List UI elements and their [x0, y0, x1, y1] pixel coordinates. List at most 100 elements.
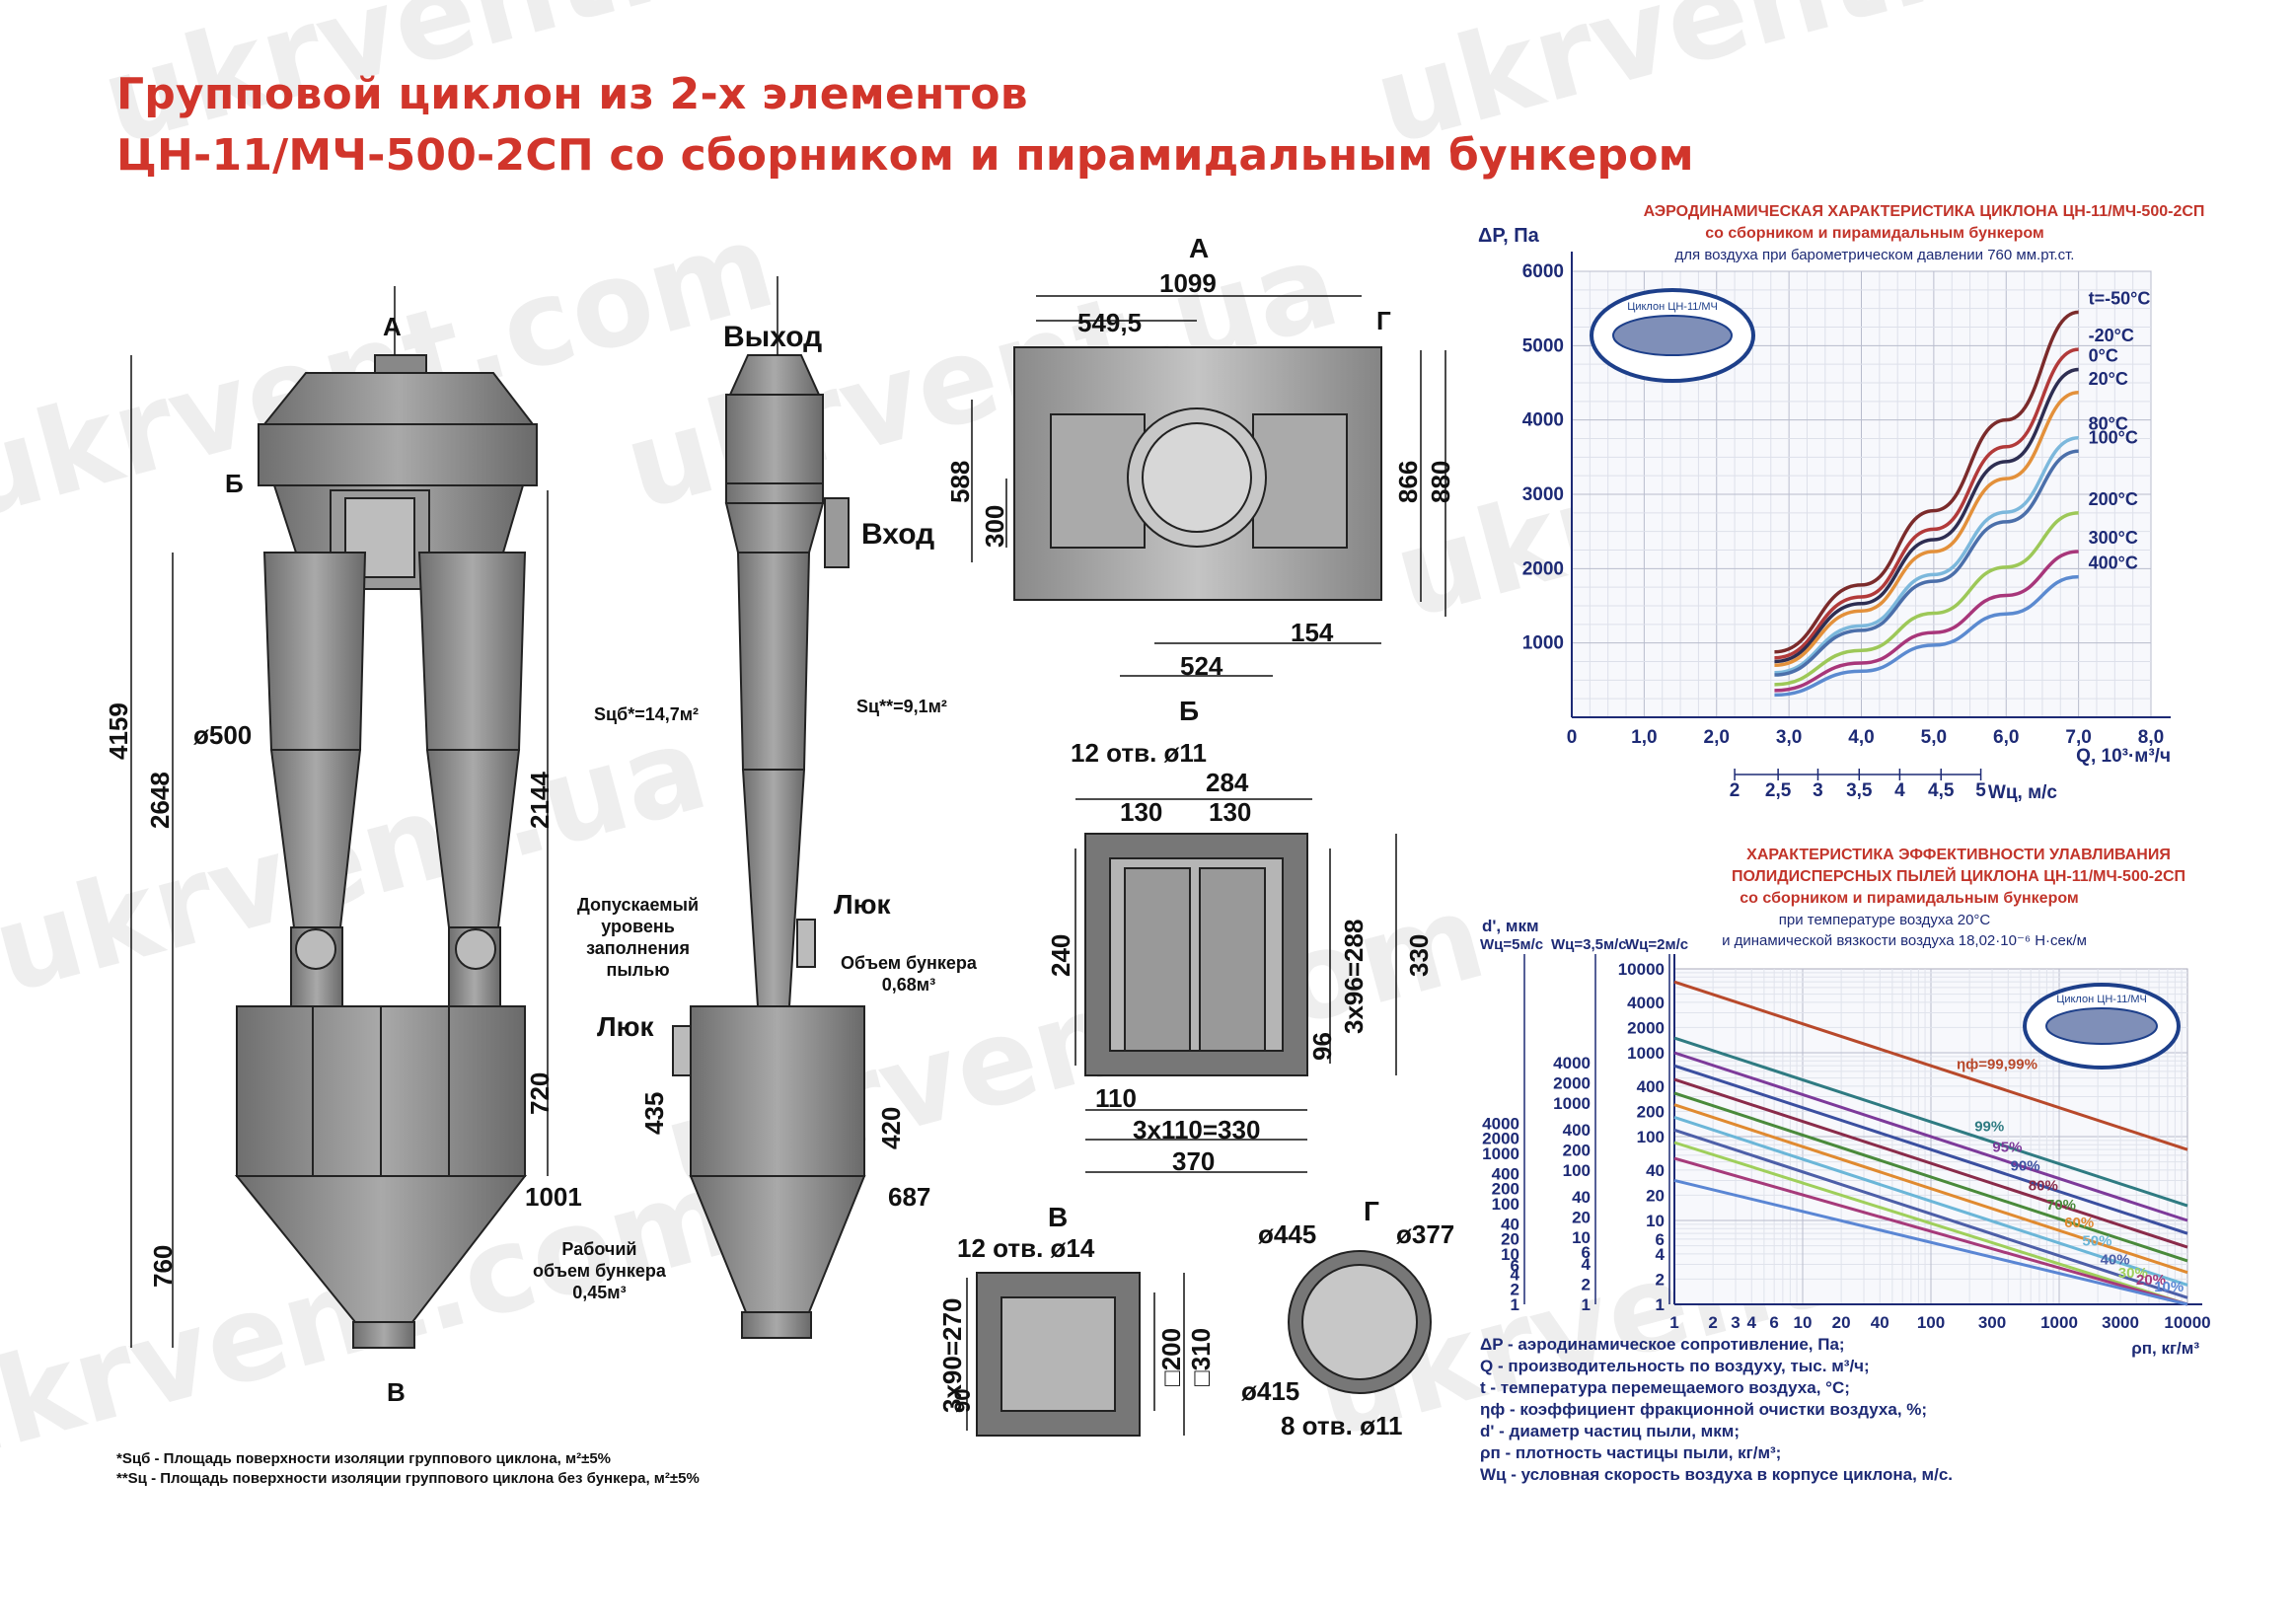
dim-154: 154 — [1291, 618, 1334, 647]
chart2-curve-label: 70% — [2046, 1197, 2076, 1214]
chart1-series-line — [1774, 347, 2079, 660]
chart2-x-tick: 10 — [1794, 1313, 1813, 1332]
chart2-series-line — [1673, 1141, 2188, 1306]
chart2-series-line — [1673, 1156, 2188, 1306]
chart2-y-tick: 1 — [1656, 1295, 1665, 1314]
page-title-line1: Групповой циклон из 2-х элементов — [116, 69, 1028, 119]
chart2-x-tick: 2 — [1708, 1313, 1717, 1332]
chart2-y-tick: 400 — [1563, 1121, 1591, 1140]
chart2-title: ХАРАКТЕРИСТИКА ЭФФЕКТИВНОСТИ УЛАВЛИВАНИЯ — [1746, 847, 2171, 863]
chart2-y-tick: 1000 — [1627, 1044, 1665, 1063]
chart2-x-tick: 20 — [1832, 1313, 1851, 1332]
chart2-column-head: Wц=3,5м/с — [1551, 936, 1627, 953]
chart2-curve-label: 20% — [2136, 1272, 2166, 1289]
chart2-y-tick: 400 — [1637, 1077, 1665, 1096]
chart1-x2-tick: 5 — [1975, 780, 1986, 801]
chart1-x2-tick: 3 — [1813, 780, 1823, 801]
chart2-series-line — [1673, 1091, 2188, 1263]
chart1-x-tick: 8,0 — [2138, 727, 2164, 748]
dim-diameter-500: ø500 — [193, 720, 253, 750]
chart2-y-tick: 2000 — [1627, 1018, 1665, 1037]
chart2-curve-label: 80% — [2029, 1177, 2058, 1194]
chart1-series-line — [1774, 550, 2079, 693]
view-v-holes: 12 отв. ø14 — [957, 1233, 1095, 1263]
dim-diameter-445: ø445 — [1258, 1219, 1317, 1249]
view-g-title: Г — [1364, 1196, 1379, 1226]
dim-1099: 1099 — [1159, 268, 1217, 298]
chart2-x-tick: 1000 — [2040, 1313, 2078, 1332]
chart1-y-tick: 3000 — [1522, 484, 1564, 505]
dim-1001: 1001 — [525, 1182, 582, 1212]
chart2-curve-label: 90% — [2011, 1158, 2040, 1175]
bunker-volume-label: Объем бункера 0,68м³ — [841, 953, 977, 995]
chart1-series-line — [1774, 310, 2079, 654]
chart2-y-tick: 4000 — [1482, 1114, 1519, 1133]
chart2-curve-label: 99% — [1974, 1118, 2004, 1135]
chart2-subtitle4: и динамической вязкости воздуха 18,02·10… — [1722, 932, 2087, 949]
view-b-title: Б — [1179, 696, 1200, 726]
hatch-label-1: Люк — [834, 889, 891, 920]
chart1-subtitle: со сборником и пирамидальным бункером — [1705, 225, 2044, 242]
chart2-column-head: Wц=5м/с — [1480, 936, 1543, 953]
chart1-series-line — [1774, 449, 2079, 677]
chart1-curve-label: 20°C — [2089, 369, 2128, 389]
chart2-y-tick: 4000 — [1627, 994, 1665, 1012]
chart2-x-label: ρп, кг/м³ — [2131, 1339, 2199, 1358]
view-a-marker: А — [383, 312, 402, 341]
chart2-curve-label: ηф=99,99% — [1957, 1057, 2037, 1073]
chart2-x-tick: 300 — [1978, 1313, 2006, 1332]
chart1-curve-label: 100°C — [2089, 427, 2138, 447]
chart1-x2-tick: 2 — [1730, 780, 1741, 801]
dust-level-label: Допускаемый уровень заполнения пылью — [577, 895, 700, 980]
chart1-x-label: Q, 10³·м³/ч — [2076, 746, 2171, 767]
chart1-curve-label: 300°C — [2089, 528, 2138, 548]
legend-item: t - температура перемещаемого воздуха, °… — [1480, 1378, 1850, 1397]
chart2-y-tick: 100 — [1563, 1161, 1591, 1180]
chart2-y-tick: 1000 — [1553, 1094, 1591, 1113]
chart1-y-tick: 5000 — [1522, 335, 1564, 356]
chart2-series-line — [1673, 1103, 2188, 1275]
chart2-y-tick: 400 — [1492, 1164, 1519, 1183]
footnote-1: *Sцб - Площадь поверхности изоляции груп… — [116, 1450, 611, 1467]
logo-seal-icon — [1612, 315, 1733, 356]
chart2-curve-label: 50% — [2082, 1233, 2111, 1250]
chart2-x-tick: 4 — [1747, 1313, 1757, 1332]
chart1-curve-label: -20°C — [2089, 326, 2134, 345]
chart1-subtitle2: для воздуха при барометрическом давлении… — [1674, 247, 2075, 263]
chart2-y-tick: 40 — [1646, 1161, 1665, 1180]
chart2-y-tick: 2000 — [1482, 1130, 1519, 1148]
chart1-series-line — [1774, 574, 2079, 698]
chart1-y-tick: 4000 — [1522, 410, 1564, 431]
dim-524: 524 — [1180, 651, 1223, 681]
chart2-y-tick: 6 — [1511, 1256, 1519, 1275]
dim-130-left: 130 — [1120, 797, 1163, 827]
chart1-series-line — [1774, 391, 2079, 668]
logo-text: Циклон ЦН-11/МЧ — [1627, 301, 1718, 313]
dim-3x110: 3х110=330 — [1133, 1115, 1261, 1144]
chart1-x-tick: 3,0 — [1776, 727, 1802, 748]
dim-549-5: 549,5 — [1077, 308, 1143, 337]
chart2-y-tick: 1 — [1582, 1295, 1591, 1314]
chart2-y-tick: 10000 — [1618, 960, 1665, 979]
chart1-x-tick: 7,0 — [2065, 727, 2091, 748]
view-a-title: А — [1189, 233, 1210, 263]
chart2-subtitle1: ПОЛИДИСПЕРСНЫХ ПЫЛЕЙ ЦИКЛОНА ЦН-11/МЧ-50… — [1731, 868, 2186, 885]
chart1-x2-tick: 3,5 — [1846, 780, 1873, 801]
legend-item: d' - диаметр частиц пыли, мкм; — [1480, 1422, 1741, 1440]
chart2-series-line — [1673, 1036, 2188, 1208]
legend-item: ΔP - аэродинамическое сопротивление, Па; — [1480, 1335, 1845, 1354]
chart2-y-tick: 20 — [1501, 1230, 1519, 1249]
chart2-y-tick: 4000 — [1553, 1054, 1591, 1072]
working-volume-label: Рабочий объем бункера 0,45м³ — [533, 1239, 666, 1302]
chart2-x-tick: 3000 — [2102, 1313, 2139, 1332]
chart2-y-label: d', мкм — [1482, 917, 1539, 935]
chart2-y-tick: 10 — [1646, 1212, 1665, 1230]
legend-item: ρп - плотность частицы пыли, кг/м³; — [1480, 1443, 1782, 1462]
chart2-series-line — [1673, 1178, 2188, 1306]
chart2-column-head: Wц=2м/с — [1625, 936, 1688, 953]
chart2-series-line — [1673, 1128, 2188, 1299]
dim-110: 110 — [1095, 1083, 1137, 1113]
view-b-marker: Б — [225, 469, 244, 498]
legend-item: Q - производительность по воздуху, тыс. … — [1480, 1357, 1870, 1375]
